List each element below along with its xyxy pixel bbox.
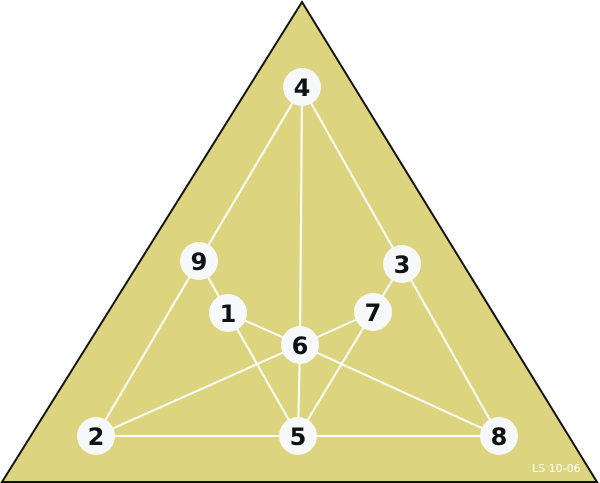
node-label: 8 [491, 423, 508, 451]
node-label: 6 [292, 332, 309, 360]
node-4: 4 [283, 68, 321, 106]
edge-1-5 [227, 312, 299, 437]
node-9: 9 [180, 242, 218, 280]
node-circle [180, 242, 218, 280]
node-6: 6 [281, 326, 319, 364]
edge-6-8 [299, 344, 500, 437]
node-circle [209, 294, 247, 332]
node-circle [480, 417, 518, 455]
node-circle [279, 417, 317, 455]
credit-label: LS 10-06 [532, 462, 581, 475]
node-label: 5 [290, 423, 307, 451]
node-label: 1 [220, 300, 237, 328]
node-label: 4 [294, 74, 311, 102]
edge-4-3 [301, 86, 403, 265]
edge-6-2 [95, 344, 301, 437]
node-circle [77, 417, 115, 455]
node-5: 5 [279, 417, 317, 455]
node-label: 9 [191, 248, 208, 276]
node-circle [283, 68, 321, 106]
edge-7-5 [297, 311, 374, 437]
node-label: 7 [365, 299, 382, 327]
node-1: 1 [209, 294, 247, 332]
node-8: 8 [480, 417, 518, 455]
node-7: 7 [354, 293, 392, 331]
node-circle [281, 326, 319, 364]
edge-9-2 [95, 260, 200, 437]
node-circle [383, 245, 421, 283]
node-2: 2 [77, 417, 115, 455]
edge-4-6 [299, 86, 303, 346]
node-label: 2 [88, 423, 105, 451]
node-label: 3 [394, 251, 411, 279]
edge-4-9 [198, 86, 303, 262]
edge-3-8 [401, 263, 500, 437]
node-3: 3 [383, 245, 421, 283]
node-circle [354, 293, 392, 331]
nodes-layer: 4 9 3 1 7 6 2 5 8 [77, 68, 518, 455]
